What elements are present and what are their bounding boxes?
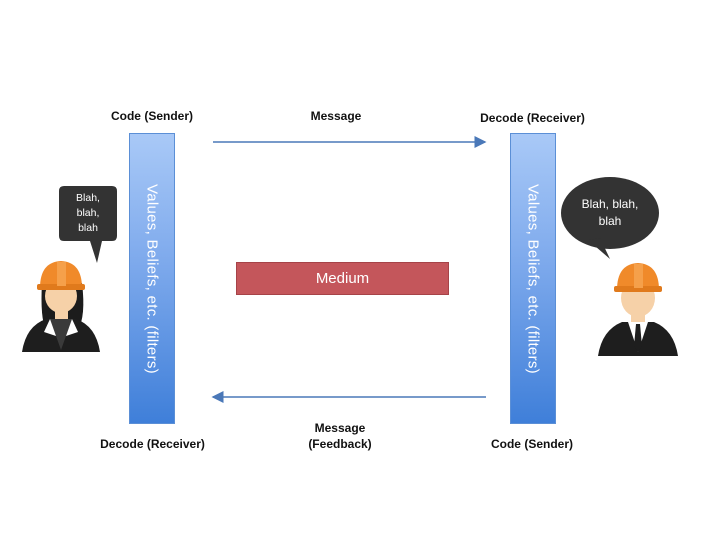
male-worker-hardhat-icon	[598, 263, 678, 356]
code-sender-label-bottom: Code (Sender)	[490, 437, 573, 451]
female-worker-hardhat-icon	[22, 261, 100, 352]
right-filter-bar: Values, Beliefs, etc. (filters)	[510, 133, 556, 424]
message-feedback-line1: Message	[314, 421, 366, 435]
message-feedback-label: Message (Feedback)	[298, 420, 382, 452]
left-bubble-line-2: blah,	[76, 207, 100, 219]
left-filter-bar: Values, Beliefs, etc. (filters)	[129, 133, 175, 424]
right-speech-bubble	[561, 177, 659, 259]
left-bubble-line-3: blah	[78, 222, 98, 234]
right-bubble-line-1: Blah, blah,	[581, 197, 639, 211]
message-label-top: Message	[310, 109, 362, 123]
message-feedback-line2: (Feedback)	[308, 437, 372, 451]
decode-receiver-label-bottom: Decode (Receiver)	[100, 437, 205, 451]
left-bubble-text: Blah, blah, blah	[59, 191, 117, 236]
code-sender-label-top: Code (Sender)	[110, 109, 193, 123]
right-bubble-text: Blah, blah, blah	[565, 196, 655, 230]
decode-receiver-label-top: Decode (Receiver)	[480, 111, 585, 125]
medium-box: Medium	[236, 262, 449, 295]
right-bubble-line-2: blah	[598, 214, 622, 228]
left-bubble-line-1: Blah,	[76, 192, 100, 204]
left-speech-bubble	[59, 186, 117, 263]
